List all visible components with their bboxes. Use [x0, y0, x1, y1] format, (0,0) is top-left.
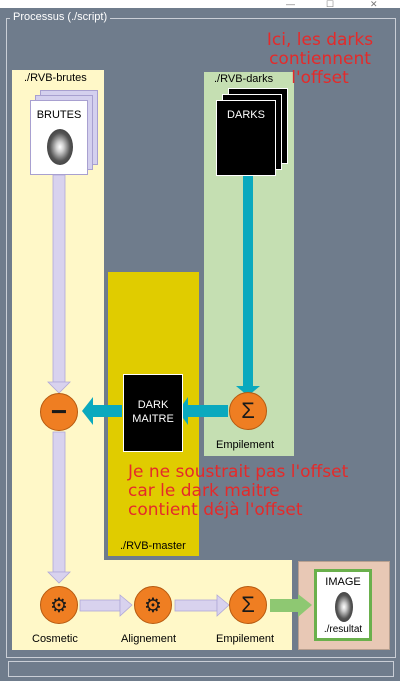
middle-annotation-line-2: car le dark maitre: [128, 481, 280, 501]
darks-card: DARKS: [216, 100, 276, 176]
window-title-bar: [0, 0, 400, 8]
arrowhead-stack-to-image: [298, 594, 312, 617]
middle-annotation-line-3: contient déjà l'offset: [128, 500, 303, 520]
arrow-stack-to-master: [186, 405, 228, 417]
alignment-node[interactable]: ⚙: [134, 586, 172, 624]
top-annotation-line-2: contiennent: [269, 49, 371, 69]
minus-icon: −: [50, 396, 68, 427]
dark-master-card: DARK MAITRE: [123, 374, 183, 452]
arrow-alignment-to-stack: [174, 599, 218, 612]
arrowhead-subtract-to-cosmetic: [47, 571, 71, 584]
frame-title: Processus (./script): [10, 11, 111, 23]
arrow-darks-to-stack: [243, 176, 253, 386]
gear-icon: ⚙: [50, 594, 68, 617]
sigma-icon: Σ: [241, 398, 255, 423]
alignment-label: Alignement: [121, 633, 177, 645]
subtract-node[interactable]: −: [40, 393, 78, 431]
result-galaxy-image: [335, 592, 353, 622]
brutes-folder-label: ./RVB-brutes: [24, 72, 87, 84]
arrowhead-cosmetic-to-alignment: [119, 594, 133, 617]
top-annotation: Ici, les darks contiennent l'offset: [250, 31, 390, 88]
sigma-icon: Σ: [241, 592, 255, 617]
stack-darks-label: Empilement: [216, 439, 275, 451]
darks-folder-label: ./RVB-darks: [214, 73, 274, 85]
arrow-subtract-to-cosmetic: [52, 431, 66, 573]
dark-master-label-line1: DARK: [137, 399, 169, 411]
dark-master-label-line2: MAITRE: [132, 413, 174, 425]
arrowhead-stack-to-master: [178, 397, 188, 425]
brutes-card: BRUTES: [30, 100, 88, 175]
arrow-brutes-to-subtract: [52, 174, 66, 383]
minimize-button[interactable]: —: [286, 0, 295, 9]
top-annotation-line-3: l'offset: [291, 68, 349, 88]
cosmetic-label: Cosmetic: [32, 633, 78, 645]
arrow-cosmetic-to-alignment: [79, 599, 121, 612]
arrowhead-darks-to-stack: [236, 386, 260, 396]
galaxy-image: [47, 129, 73, 165]
process-frame: [6, 18, 396, 658]
brutes-card-label: BRUTES: [36, 109, 82, 121]
image-card: IMAGE ./resultat: [314, 569, 372, 641]
maximize-button[interactable]: ☐: [326, 0, 335, 9]
stack-final-node[interactable]: Σ: [229, 586, 267, 624]
stack-darks-node[interactable]: Σ: [229, 392, 267, 430]
middle-annotation-line-1: Je ne soustrait pas l'offset: [128, 462, 349, 482]
arrow-stack-to-image: [270, 599, 300, 612]
top-annotation-line-1: Ici, les darks: [266, 30, 374, 50]
middle-annotation: Je ne soustrait pas l'offset car le dark…: [128, 463, 396, 520]
gear-icon: ⚙: [144, 594, 162, 617]
arrowhead-brutes-to-subtract: [47, 381, 71, 394]
result-folder-label: ./resultat: [323, 624, 363, 635]
arrow-master-to-subtract: [92, 405, 122, 417]
close-button[interactable]: ✕: [370, 0, 378, 9]
cosmetic-node[interactable]: ⚙: [40, 586, 78, 624]
stack-final-label: Empilement: [216, 633, 275, 645]
master-folder-label: ./RVB-master: [120, 540, 186, 552]
arrowhead-master-to-subtract: [82, 397, 93, 425]
bottom-bar: [8, 661, 394, 677]
image-card-label: IMAGE: [325, 576, 361, 588]
arrowhead-alignment-to-stack: [216, 594, 230, 617]
darks-card-label: DARKS: [227, 109, 265, 121]
